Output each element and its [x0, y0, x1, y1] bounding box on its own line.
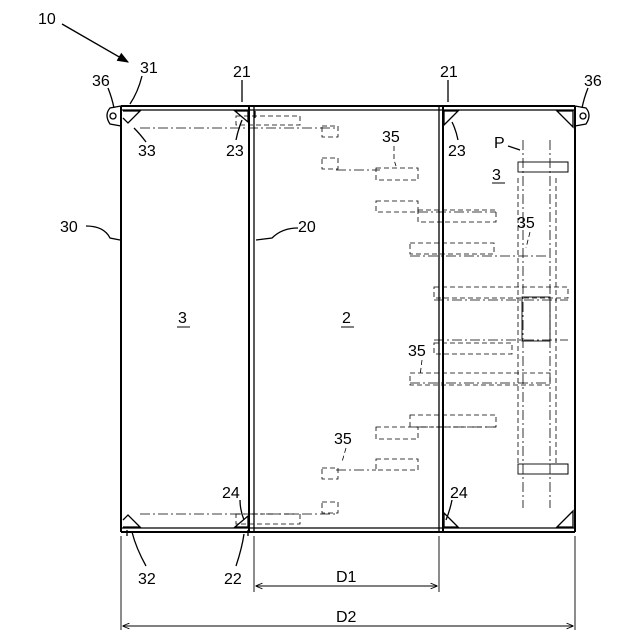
label-rail-lower: 35 — [334, 431, 352, 448]
label-right-region: 3 — [492, 167, 501, 184]
region-underlines — [177, 183, 505, 327]
label-middle-region: 2 — [342, 310, 351, 327]
label-rail-upper: 35 — [382, 129, 400, 146]
label-bottom-left: 32 — [138, 571, 156, 588]
probe-assembly — [518, 140, 568, 508]
label-wall-mid: 20 — [298, 219, 316, 236]
label-corner-ul-a: 33 — [138, 143, 156, 160]
label-bottom-mid: 22 — [224, 571, 242, 588]
dimension-d2-label: D2 — [336, 609, 357, 626]
label-corner-br: 24 — [450, 485, 468, 502]
label-rail-mid: 35 — [408, 343, 426, 360]
label-assembly: 10 — [38, 11, 56, 28]
label-frame-top-left: 31 — [140, 60, 158, 77]
label-corner-ul-b: 23 — [226, 143, 244, 160]
right-hinge-icon — [575, 106, 589, 126]
label-hinge-right: 36 — [584, 73, 602, 90]
hidden-rails-lower — [140, 340, 568, 524]
label-panel-top-left: 21 — [233, 64, 251, 81]
label-corner-bl: 24 — [222, 485, 240, 502]
dimension-d1-label: D1 — [336, 569, 357, 586]
label-rail-right: 35 — [517, 215, 535, 232]
left-hinge-icon — [107, 106, 121, 126]
label-left-region: 3 — [178, 310, 187, 327]
label-corner-ur: 23 — [448, 143, 466, 160]
label-hinge-left: 36 — [92, 73, 110, 90]
label-probe: P — [494, 135, 505, 152]
label-wall-left: 30 — [60, 219, 78, 236]
label-panel-top-right: 21 — [440, 64, 458, 81]
